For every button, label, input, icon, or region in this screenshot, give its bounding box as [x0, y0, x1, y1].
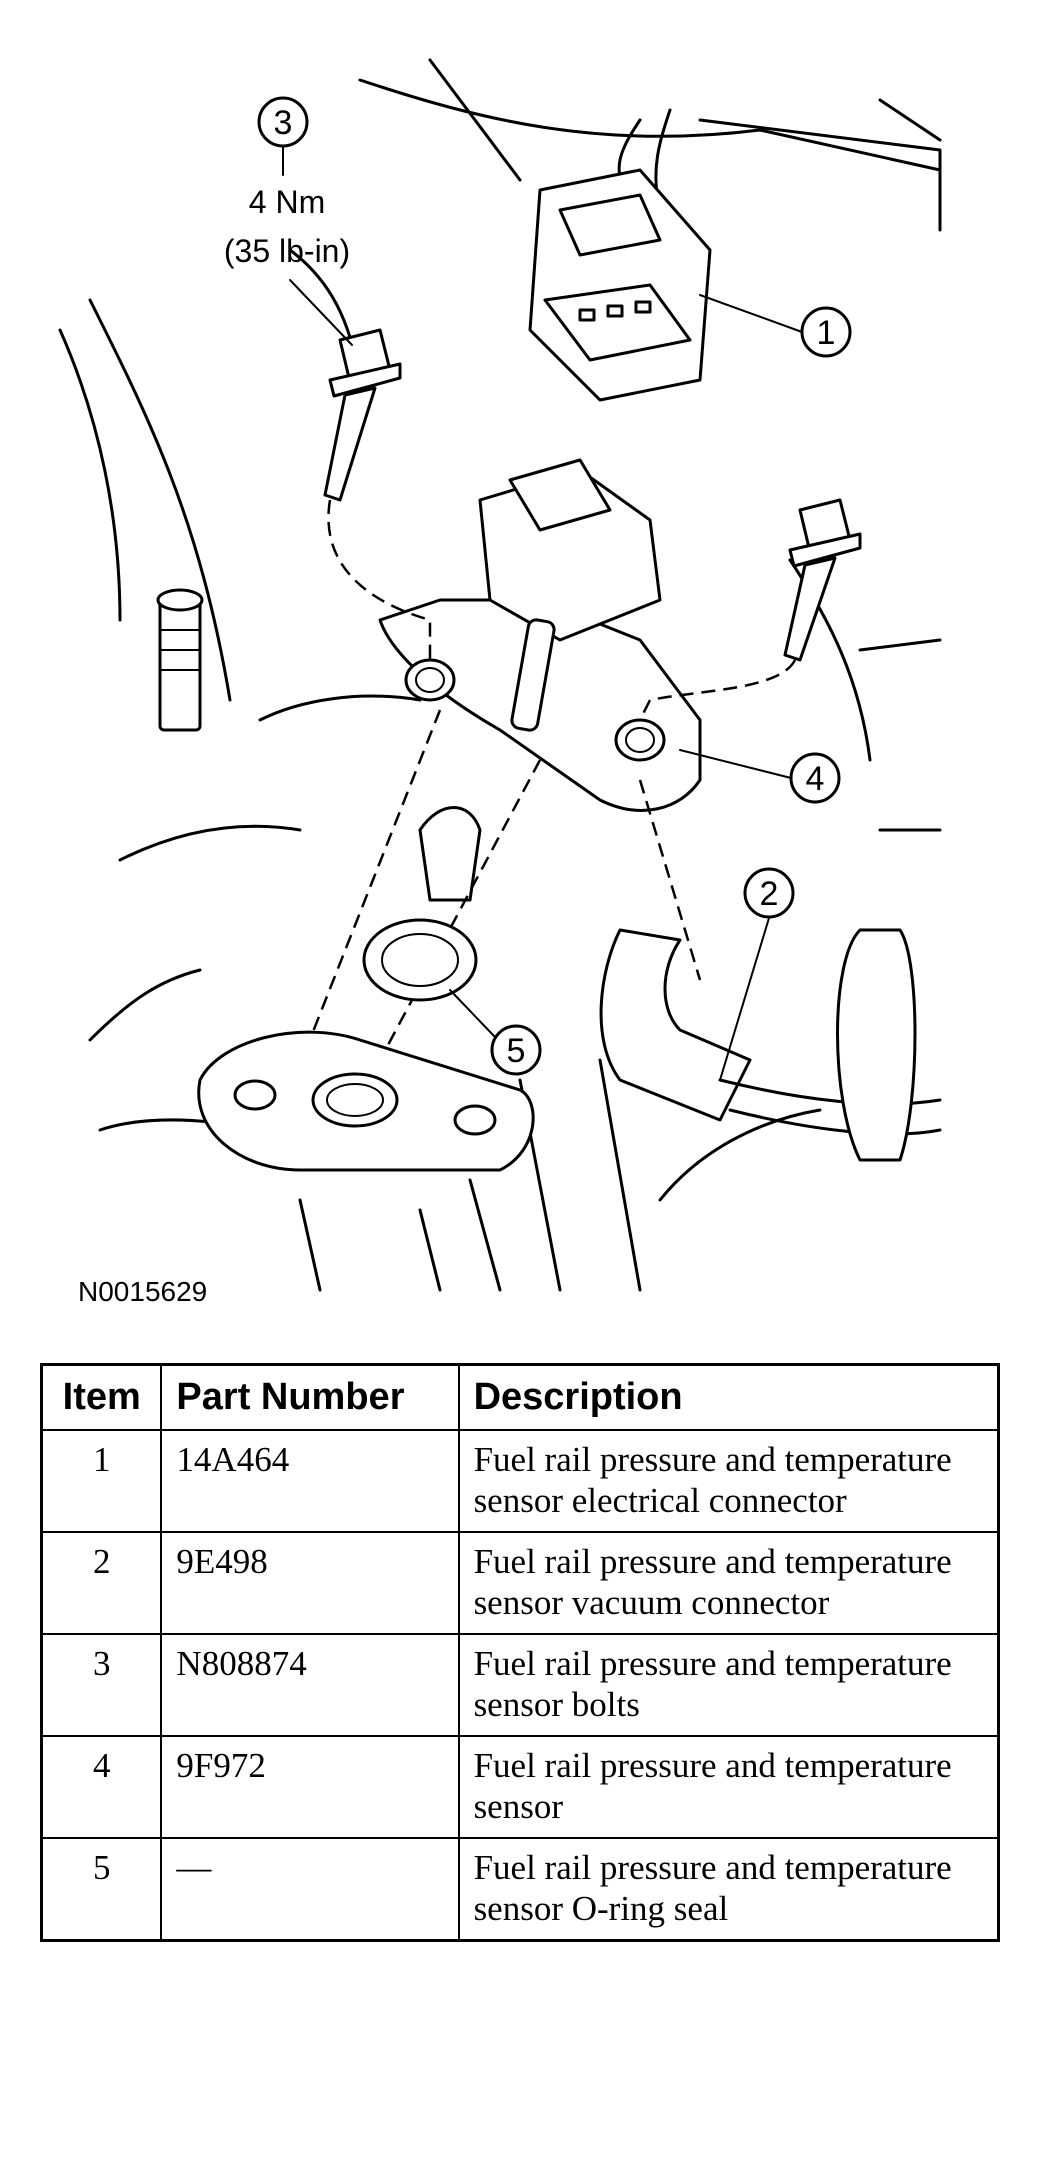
item-cell: 5: [40, 1837, 163, 1942]
part-number-cell: 14A464: [160, 1429, 460, 1533]
header-description: Description: [457, 1363, 1000, 1431]
sensor-bolts-part: [323, 328, 862, 721]
part-number-cell: N808874: [160, 1633, 460, 1737]
callout-1-number: 1: [817, 314, 836, 352]
callout-5: 5: [490, 1024, 542, 1076]
description-cell: Fuel rail pressure and temperature senso…: [457, 1837, 1000, 1942]
parts-table: Item Part Number Description 1 14A464 Fu…: [40, 1363, 1000, 1942]
callout-5-number: 5: [507, 1032, 526, 1070]
description-cell: Fuel rail pressure and temperature senso…: [457, 1735, 1000, 1839]
figure-id: N0015629: [78, 1276, 207, 1307]
callout-3-number: 3: [274, 104, 293, 142]
header-part-number: Part Number: [160, 1363, 460, 1431]
table-row: 1 14A464 Fuel rail pressure and temperat…: [40, 1429, 1000, 1533]
callout-3: 3: [257, 96, 309, 148]
callout-2-number: 2: [760, 875, 779, 913]
vacuum-hose-part: [599, 928, 942, 1162]
callout-leaders: [282, 144, 803, 1081]
mounting-stud: [156, 588, 204, 732]
description-cell: Fuel rail pressure and temperature senso…: [457, 1531, 1000, 1635]
part-number-cell: —: [160, 1837, 460, 1942]
electrical-connector-part: [528, 108, 712, 402]
item-cell: 3: [40, 1633, 163, 1737]
sensor-body-part: [378, 458, 702, 812]
table-row: 2 9E498 Fuel rail pressure and temperatu…: [40, 1531, 1000, 1635]
torque-value-lbin: (35 lb-in): [224, 233, 350, 269]
description-cell: Fuel rail pressure and temperature senso…: [457, 1633, 1000, 1737]
callout-4: 4: [789, 752, 841, 804]
callout-2: 2: [743, 867, 795, 919]
table-row: 4 9F972 Fuel rail pressure and temperatu…: [40, 1735, 1000, 1839]
mounting-flange-and-oring: [197, 709, 702, 1172]
description-cell: Fuel rail pressure and temperature senso…: [457, 1429, 1000, 1533]
table-row: 3 N808874 Fuel rail pressure and tempera…: [40, 1633, 1000, 1737]
part-number-cell: 9F972: [160, 1735, 460, 1839]
callout-4-number: 4: [806, 760, 825, 798]
item-cell: 2: [40, 1531, 163, 1635]
diagram-artwork: 3 1 4 2 5 4 Nm (35 lb-in) N0015629: [58, 58, 942, 1307]
header-item: Item: [40, 1363, 163, 1431]
table-row: 5 — Fuel rail pressure and temperature s…: [40, 1837, 1000, 1942]
part-number-cell: 9E498: [160, 1531, 460, 1635]
exploded-view-diagram: 3 1 4 2 5 4 Nm (35 lb-in) N0015629: [58, 58, 942, 1307]
torque-value-nm: 4 Nm: [249, 184, 325, 220]
callout-1: 1: [800, 306, 852, 358]
item-cell: 4: [40, 1735, 163, 1839]
item-cell: 1: [40, 1429, 163, 1533]
parts-table-header-row: Item Part Number Description: [40, 1363, 1000, 1431]
